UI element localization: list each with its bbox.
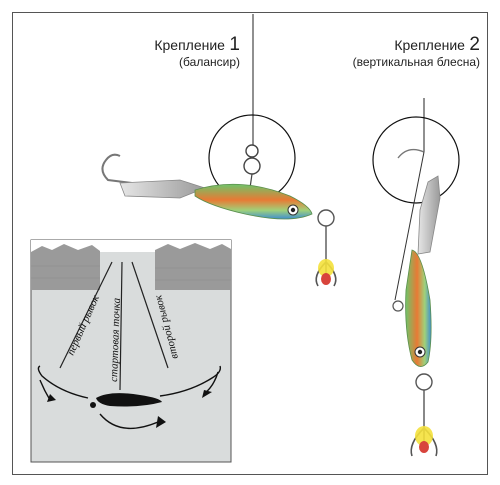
spoon-tail — [417, 175, 441, 255]
mount-2-hook-icon — [397, 148, 425, 159]
mount-2-number: 2 — [469, 34, 480, 55]
spoon-bottom-ring — [415, 373, 433, 391]
bottom-arrowhead-icon — [156, 416, 166, 428]
motion-inset: первый рывок стартовая точка второй рыво… — [30, 239, 232, 463]
start-point-label: стартовая точка — [108, 297, 123, 382]
balancer-pupil — [290, 207, 296, 213]
tee-yellow-2 — [415, 426, 433, 446]
mount-2-subtitle: (вертикальная блесна) — [352, 54, 480, 69]
spoon-body — [405, 249, 432, 367]
first-jerk-line — [59, 261, 113, 369]
vertical-spoon-group — [372, 98, 460, 457]
mount-1-subtitle: (балансир) — [179, 54, 240, 69]
left-arrowhead-icon — [47, 394, 56, 402]
mount-2-label: Крепление 2 (вертикальная блесна) — [330, 34, 480, 70]
bottom-return-arrow — [99, 413, 159, 430]
inset-ice-left — [31, 244, 100, 290]
mount-1-label: Крепление 1 (балансир) — [140, 34, 240, 70]
mount-2-title: Крепление — [394, 37, 465, 53]
left-arc-arrow — [37, 365, 89, 399]
inset-lure-hook — [90, 402, 96, 408]
balancer-front-ring — [317, 209, 335, 227]
spoon-pupil — [417, 349, 423, 355]
balancer-tail — [119, 179, 207, 199]
right-arc-arrow — [159, 365, 222, 397]
mount-1-title: Крепление — [154, 37, 225, 53]
right-loop-arrow — [203, 371, 219, 395]
mount-2-magnifier-circle — [372, 116, 460, 204]
balancer-lure-group — [101, 14, 337, 287]
balancer-body — [194, 183, 313, 220]
rear-hook-icon — [101, 153, 133, 184]
tee-red-1 — [321, 273, 331, 285]
mount-1-ring-top — [245, 144, 259, 158]
mount-2-leader — [394, 151, 425, 301]
start-point-line — [119, 261, 123, 391]
inset-lure-silhouette — [96, 393, 162, 407]
inset-ice-right — [155, 243, 231, 290]
tee-yellow-1 — [318, 259, 334, 277]
second-jerk-line — [131, 261, 169, 369]
mount-1-number: 1 — [229, 34, 240, 55]
tee-red-2 — [419, 441, 429, 453]
inset-ice-texture — [31, 265, 231, 281]
spoon-side-ring — [392, 300, 404, 312]
mount-1-ring-bottom — [243, 157, 261, 175]
right-arrowhead-icon — [202, 390, 212, 398]
